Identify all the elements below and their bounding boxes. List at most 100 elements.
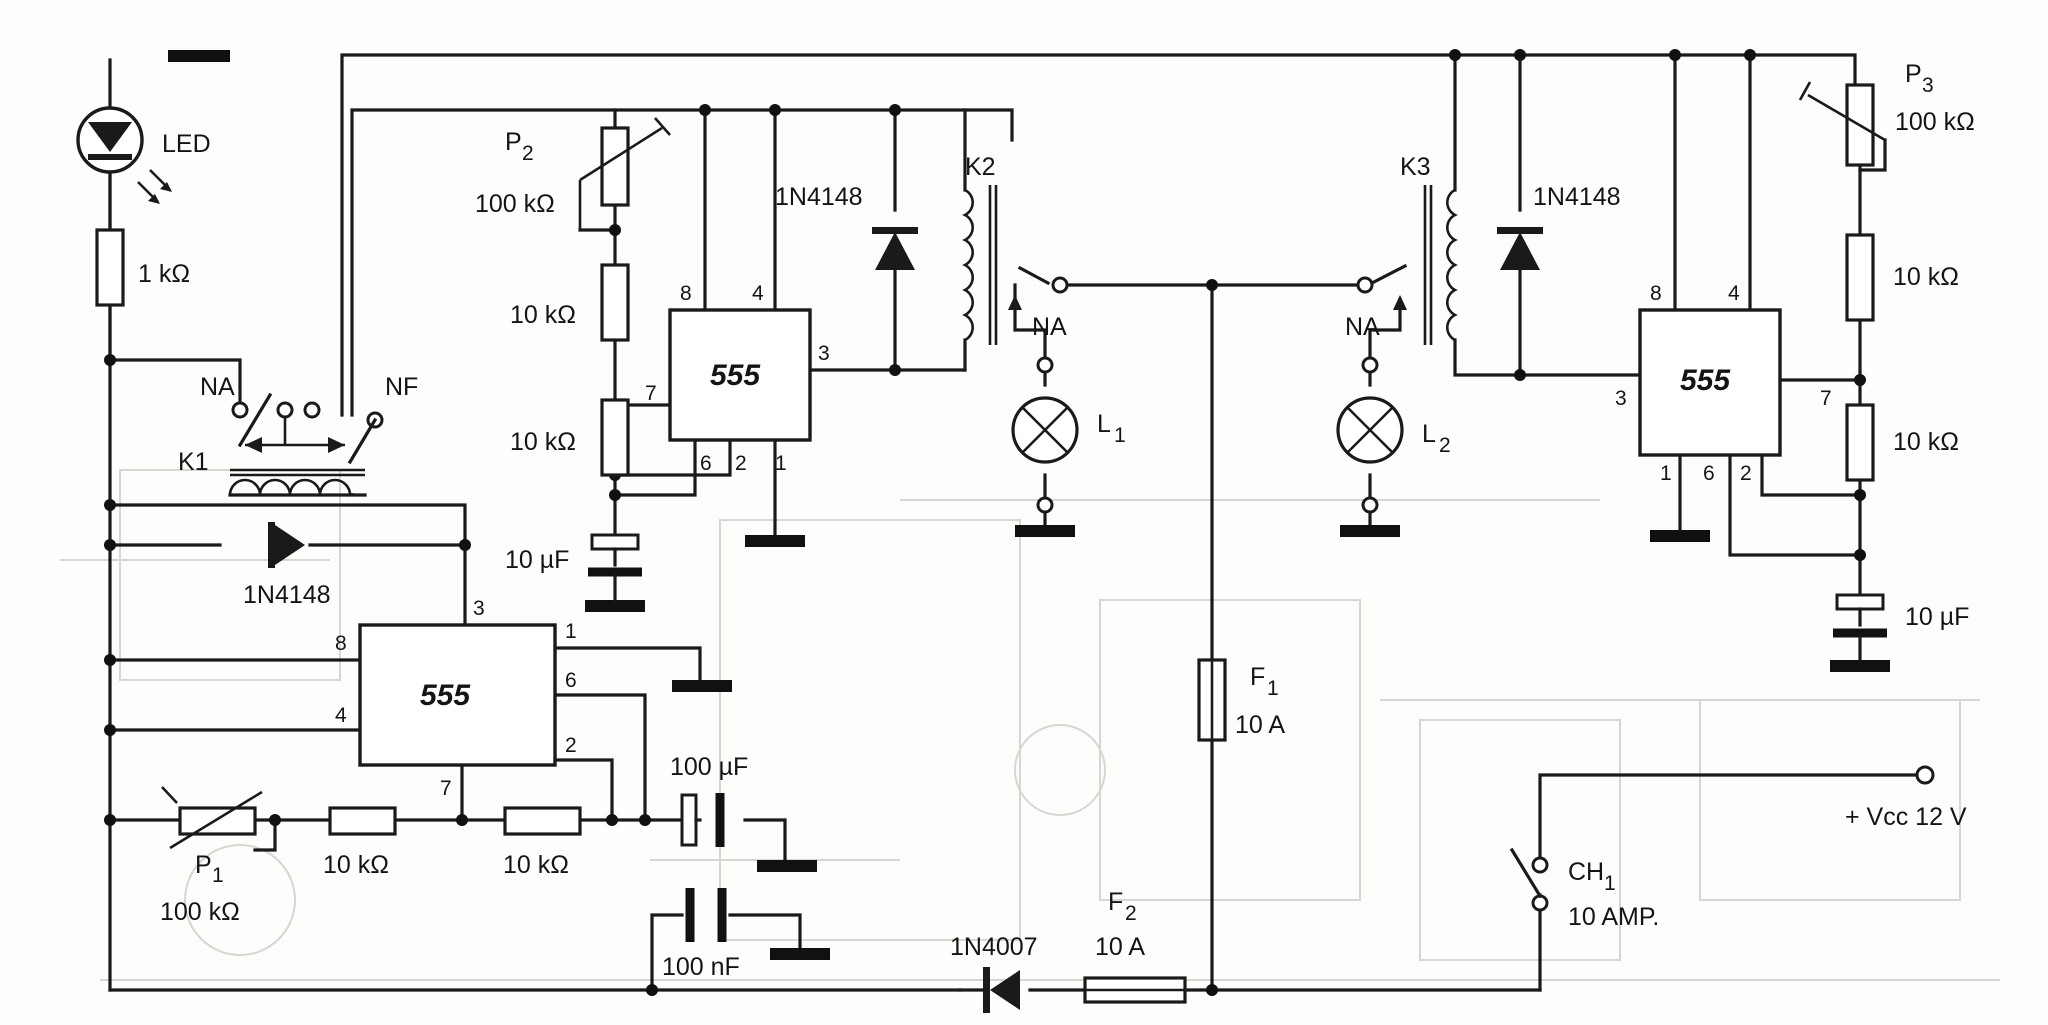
f2-subscript: 2 [1125,902,1137,925]
f1-value: 10 A [1235,711,1285,739]
lamp-l2: L 2 [1336,356,1451,514]
potentiometer-p2: P 2 100 kΩ [475,117,671,230]
fuse-f2: F 2 10 A [1083,888,1187,1004]
junctions [104,49,1866,996]
led-label: LED [162,130,211,158]
ic3-555: 555 8 4 3 7 1 6 2 [1615,282,1832,485]
ic1-label: 555 [420,679,471,712]
potentiometer-p1: P 1 100 kΩ [160,786,263,926]
ic3-pin-8: 8 [1650,282,1662,305]
diode-k1-label: 1N4148 [243,581,331,609]
k2-na-label: NA [1032,313,1067,341]
resistor-r3a-value: 10 kΩ [1893,263,1959,291]
relay-k2: K2 NA [962,153,1069,345]
ic2-pin-6: 6 [700,452,712,475]
p3-value: 100 kΩ [1895,108,1975,136]
resistor-r3b [1845,403,1875,482]
ic1-555: 555 3 8 4 1 6 2 7 [335,597,577,800]
ic2-label: 555 [710,359,761,392]
f2-label: F [1108,888,1123,916]
f2-value: 10 A [1095,933,1145,961]
p3-subscript: 3 [1922,74,1934,97]
resistor-r2a [600,263,630,342]
ground-symbol [1650,530,1710,542]
f1-subscript: 1 [1267,677,1279,700]
ic2-pin-7: 7 [645,382,657,405]
ic3-pin-7: 7 [1820,387,1832,410]
ic1-pin-2: 2 [565,734,577,757]
ground-symbol [770,948,830,960]
background-show-through [60,469,2000,981]
capacitor-c2: 100 nF [662,888,740,981]
ic2-pin-4: 4 [752,282,764,305]
ground-symbol [1015,525,1075,537]
ground-symbol [672,680,732,692]
relay-k3: K3 NA [1345,153,1458,345]
ic1-pin-7: 7 [440,777,452,800]
ch1-subscript: 1 [1604,872,1616,895]
k2-label: K2 [965,153,996,181]
k3-label: K3 [1400,153,1431,181]
ground-symbol [585,600,645,612]
diode-k1: 1N4148 [243,522,331,609]
ic3-pin-6: 6 [1703,462,1715,485]
resistor-r2b [600,398,630,477]
diode-input: 1N4007 [950,933,1038,1013]
ic1-pin-3: 3 [473,597,485,620]
resistor-led [95,228,125,307]
ic1-pin-4: 4 [335,704,347,727]
c1-value: 100 µF [670,753,748,781]
resistor-r1b [503,806,582,836]
ic3-pin-3: 3 [1615,387,1627,410]
p3-label: P [1905,60,1922,88]
l2-label: L [1422,420,1436,448]
p1-value: 100 kΩ [160,898,240,926]
ic3-label: 555 [1680,364,1731,397]
ground-symbol [745,535,805,547]
ic2-555: 555 8 4 7 3 6 2 1 [645,282,830,475]
resistor-led-value: 1 kΩ [138,260,190,288]
resistor-r3a [1845,233,1875,322]
capacitor-c1: 100 µF [670,753,748,847]
p1-label: P [195,851,212,879]
l2-subscript: 2 [1439,434,1451,457]
ic2-pin-3: 3 [818,342,830,365]
vcc-label: + Vcc 12 V [1845,803,1967,831]
p1-subscript: 1 [212,864,224,887]
led: LED [76,106,211,204]
ic1-pin-1: 1 [565,620,577,643]
c4-value: 10 µF [1905,603,1969,631]
resistor-r1b-value: 10 kΩ [503,851,569,879]
resistor-r2b-value: 10 kΩ [510,428,576,456]
k3-na-label: NA [1345,313,1380,341]
k1-na-label: NA [200,373,235,401]
resistor-r3b-value: 10 kΩ [1893,428,1959,456]
capacitor-c3: 10 µF [505,533,642,602]
ground-symbol [168,50,230,62]
diode-input-label: 1N4007 [950,933,1038,961]
relay-k1: K1 NA NF [178,373,418,498]
ic3-pin-2: 2 [1740,462,1752,485]
diode-k3: 1N4148 [1497,183,1621,270]
switch-ch1: CH 1 10 AMP. + Vcc 12 V [1509,765,1967,931]
ic2-pin-8: 8 [680,282,692,305]
ic1-pin-6: 6 [565,669,577,692]
k1-label: K1 [178,448,209,476]
l1-label: L [1097,410,1111,438]
ch1-label: CH [1568,858,1604,886]
ic3-pin-4: 4 [1728,282,1740,305]
ch1-value: 10 AMP. [1568,903,1659,931]
k1-nf-label: NF [385,373,418,401]
resistor-r1a [328,806,397,836]
potentiometer-p3: P 3 100 kΩ [1798,60,1975,167]
diode-k2-label: 1N4148 [775,183,863,211]
p2-label: P [505,128,522,156]
wires [108,53,1927,992]
diode-k2: 1N4148 [775,183,918,270]
resistor-r1a-value: 10 kΩ [323,851,389,879]
f1-label: F [1250,663,1265,691]
p2-value: 100 kΩ [475,190,555,218]
c2-value: 100 nF [662,953,740,981]
fuse-f1: F 1 10 A [1197,658,1285,742]
